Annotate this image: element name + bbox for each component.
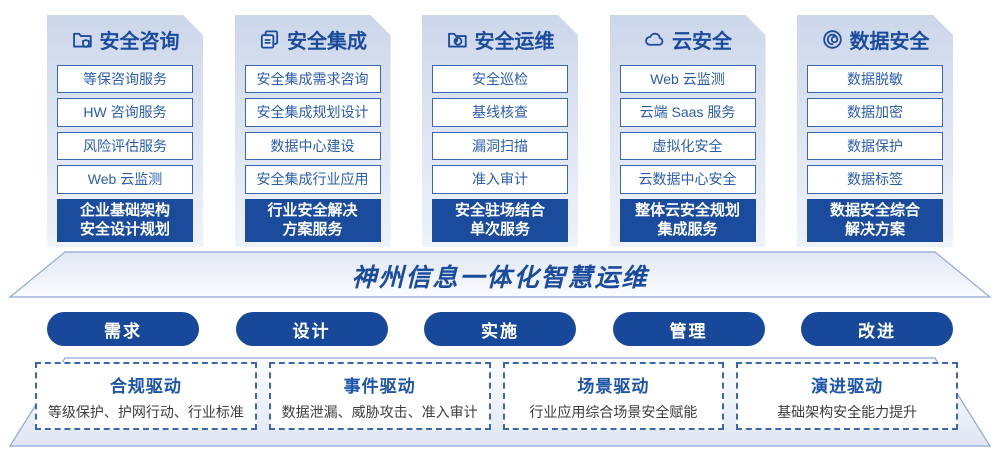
service-item: Web 云监测	[57, 165, 193, 193]
driver-incident: 事件驱动 数据泄漏、威胁攻击、准入审计	[268, 362, 491, 430]
card-footer: 整体云安全规划 集成服务	[620, 199, 756, 242]
card-header: 数据安全	[807, 23, 943, 57]
process-pills: 需求 设计 实施 管理 改进	[47, 312, 953, 346]
driver-title: 演进驱动	[811, 377, 884, 396]
pill-requirements: 需求	[47, 312, 199, 346]
driver-scenario: 场景驱动 行业应用综合场景安全赋能	[502, 362, 725, 430]
service-columns: 安全咨询 等保咨询服务 HW 咨询服务 风险评估服务 Web 云监测 企业基础架…	[47, 15, 953, 247]
folder-chart-icon	[446, 28, 469, 51]
driver-title: 合规驱动	[109, 377, 182, 396]
pill-improvement: 改进	[801, 312, 953, 346]
service-item: Web 云监测	[620, 65, 756, 93]
driver-title: 场景驱动	[577, 377, 650, 396]
banner-trapezoid	[8, 251, 992, 298]
service-item: 安全集成需求咨询	[245, 65, 381, 93]
card-title: 安全咨询	[99, 31, 180, 54]
card-header: 安全咨询	[57, 23, 193, 57]
card-title: 云安全	[672, 31, 732, 54]
service-item: 数据标签	[807, 165, 943, 193]
pill-implementation: 实施	[424, 312, 576, 346]
footer-line: 解决方案	[844, 221, 905, 239]
driver-desc: 行业应用综合场景安全赋能	[529, 404, 698, 420]
footer-line: 数据安全综合	[829, 201, 920, 219]
service-item: 数据中心建设	[245, 132, 381, 160]
card-cloud-security: 云安全 Web 云监测 云端 Saas 服务 虚拟化安全 云数据中心安全 整体云…	[610, 15, 766, 247]
cloud-icon	[643, 28, 666, 51]
footer-line: 单次服务	[469, 221, 530, 239]
banner-title: 神州信息一体化智慧运维	[351, 264, 649, 292]
pill-management: 管理	[612, 312, 765, 346]
service-item: 风险评估服务	[57, 132, 193, 160]
service-item: 数据加密	[807, 98, 943, 126]
card-footer: 行业安全解决 方案服务	[245, 199, 381, 242]
card-title: 安全运维	[474, 31, 555, 54]
service-item: HW 咨询服务	[57, 98, 193, 126]
service-item: 安全巡检	[432, 65, 568, 93]
folder-shield-icon	[71, 28, 94, 51]
driver-desc: 基础架构安全能力提升	[777, 404, 918, 420]
card-header: 安全运维	[432, 23, 568, 57]
service-item: 安全集成规划设计	[245, 98, 381, 126]
service-item: 等保咨询服务	[57, 65, 193, 93]
service-item: 安全集成行业应用	[245, 165, 381, 193]
service-item: 云端 Saas 服务	[620, 98, 756, 126]
footer-line: 整体云安全规划	[634, 201, 740, 219]
footer-line: 方案服务	[282, 221, 343, 239]
driver-title: 事件驱动	[343, 377, 416, 396]
driver-evolution: 演进驱动 基础架构安全能力提升	[736, 362, 958, 430]
card-security-consulting: 安全咨询 等保咨询服务 HW 咨询服务 风险评估服务 Web 云监测 企业基础架…	[47, 15, 203, 247]
service-item: 数据脱敏	[807, 65, 943, 93]
service-item: 云数据中心安全	[620, 165, 756, 193]
service-item: 虚拟化安全	[620, 132, 756, 160]
card-security-operations: 安全运维 安全巡检 基线核查 漏洞扫描 准入审计 安全驻场结合 单次服务	[422, 15, 578, 247]
card-footer: 安全驻场结合 单次服务	[432, 199, 568, 242]
driver-desc: 等级保护、护网行动、行业标准	[47, 404, 244, 420]
service-item: 漏洞扫描	[432, 132, 568, 160]
card-footer: 数据安全综合 解决方案	[807, 199, 943, 242]
data-spiral-icon	[821, 28, 844, 51]
card-header: 云安全	[620, 23, 756, 57]
service-item: 数据保护	[807, 132, 943, 160]
driver-compliance: 合规驱动 等级保护、护网行动、行业标准	[35, 362, 257, 430]
card-security-integration: 安全集成 安全集成需求咨询 安全集成规划设计 数据中心建设 安全集成行业应用 行…	[235, 15, 391, 247]
service-item: 准入审计	[432, 165, 568, 193]
service-item: 基线核查	[432, 98, 568, 126]
pill-design: 设计	[235, 312, 388, 346]
footer-line: 安全设计规划	[79, 221, 170, 239]
footer-line: 行业安全解决	[267, 201, 358, 219]
card-title: 数据安全	[849, 31, 930, 54]
card-data-security: 数据安全 数据脱敏 数据加密 数据保护 数据标签 数据安全综合 解决方案	[797, 15, 953, 247]
footer-line: 安全驻场结合	[454, 201, 545, 219]
footer-line: 集成服务	[657, 221, 718, 239]
driver-boxes: 合规驱动 等级保护、护网行动、行业标准 事件驱动 数据泄漏、威胁攻击、准入审计 …	[35, 362, 958, 430]
card-title: 安全集成	[287, 31, 367, 54]
driver-desc: 数据泄漏、威胁攻击、准入审计	[281, 404, 478, 420]
footer-line: 企业基础架构	[79, 201, 170, 219]
card-header: 安全集成	[245, 23, 381, 57]
card-footer: 企业基础架构 安全设计规划	[57, 199, 193, 242]
documents-icon	[258, 28, 281, 51]
